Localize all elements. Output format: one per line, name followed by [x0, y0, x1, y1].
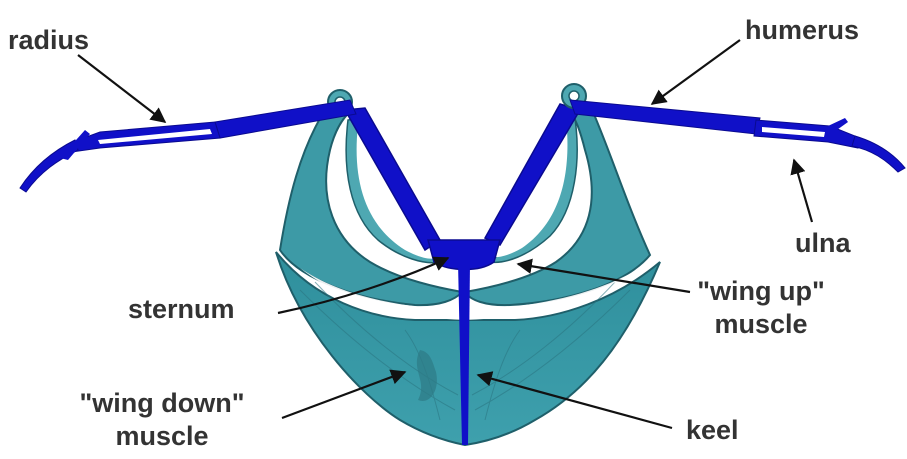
label-wing-up: "wing up" muscle: [686, 278, 836, 338]
humerus-arrow: [652, 40, 740, 104]
radius-arrow: [78, 55, 165, 122]
label-wing-up-line2: muscle: [686, 311, 836, 338]
label-humerus: humerus: [745, 17, 859, 44]
label-wing-down: "wing down" muscle: [52, 390, 272, 450]
right-hand: [852, 136, 905, 172]
right-shoulder-joint-inner: [569, 91, 579, 101]
label-wing-down-line1: "wing down": [52, 390, 272, 417]
label-keel: keel: [686, 417, 739, 444]
ulna-arrow: [794, 160, 812, 222]
label-wing-up-line1: "wing up": [686, 278, 836, 305]
label-sternum: sternum: [128, 296, 235, 323]
label-wing-down-line2: muscle: [52, 423, 272, 450]
label-radius: radius: [8, 27, 89, 54]
label-ulna: ulna: [795, 230, 851, 257]
